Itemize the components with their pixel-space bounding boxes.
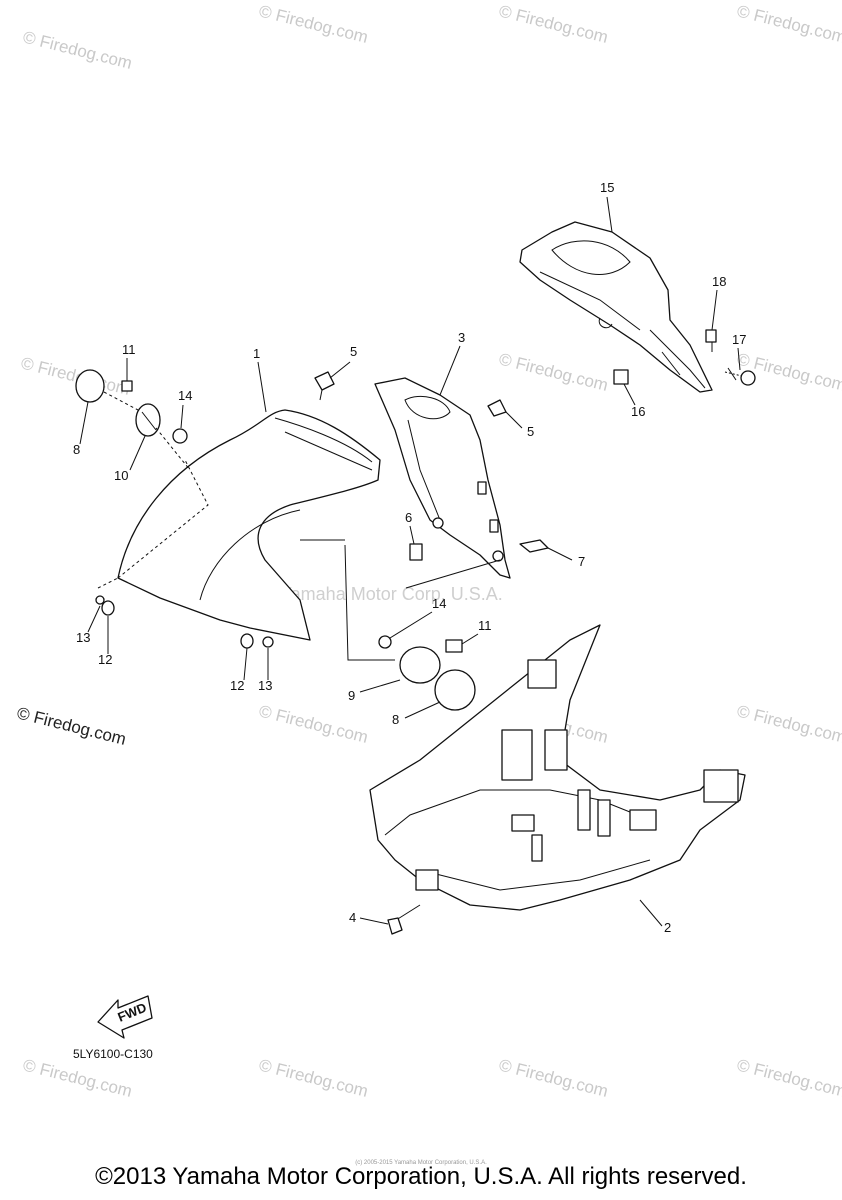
callout-5a: 5: [350, 344, 357, 359]
reflector-left: [75, 369, 191, 471]
callout-13b: 13: [258, 678, 272, 693]
part-16-nut: [613, 369, 629, 385]
callout-12a: 12: [98, 652, 112, 667]
reflector-right: [378, 635, 476, 711]
callout-9: 9: [348, 688, 355, 703]
callout-11b: 11: [478, 618, 492, 633]
callout-12b: 12: [230, 678, 244, 693]
callout-14b: 14: [432, 596, 446, 611]
copyright-footer: ©2013 Yamaha Motor Corporation, U.S.A. A…: [95, 1163, 747, 1190]
fwd-arrow-icon: FWD: [97, 995, 153, 1039]
callout-4: 4: [349, 910, 356, 925]
callout-8b: 8: [392, 712, 399, 727]
watermark: © Firedog.com: [257, 1055, 370, 1100]
part-15-inner-cover: [519, 221, 713, 393]
callout-10: 10: [114, 468, 128, 483]
callout-2: 2: [664, 920, 671, 935]
watermark-dark: © Firedog.com: [15, 703, 128, 748]
watermark: © Firedog.com: [257, 1, 370, 46]
callout-15: 15: [600, 180, 614, 195]
watermark: © Firedog.com: [257, 701, 370, 746]
callout-14a: 14: [178, 388, 192, 403]
callout-3: 3: [458, 330, 465, 345]
callout-6: 6: [405, 510, 412, 525]
callout-8a: 8: [73, 442, 80, 457]
fasteners-17-18: [705, 329, 756, 386]
watermark: © Firedog.com: [497, 349, 610, 394]
watermark: © Firedog.com: [19, 353, 132, 398]
callout-11a: 11: [122, 342, 136, 357]
callout-17: 17: [732, 332, 746, 347]
callout-18: 18: [712, 274, 726, 289]
callouts: 1 2 3 4 5 5 6 7 8 8 9 10 11 11 12 12 13: [73, 180, 746, 935]
diagram-code: 5LY6100-C130: [73, 1047, 153, 1061]
part-1-front-fender: [97, 409, 395, 661]
part-3-inner-panel: [374, 377, 511, 579]
callout-1: 1: [253, 346, 260, 361]
part-2-lower-cover: [369, 624, 746, 911]
watermark: © Firedog.com: [735, 701, 842, 746]
watermark: © Firedog.com: [497, 1, 610, 46]
callout-5b: 5: [527, 424, 534, 439]
watermark: © Firedog.com: [735, 1, 842, 46]
callout-13a: 13: [76, 630, 90, 645]
callout-7: 7: [578, 554, 585, 569]
watermark: © Firedog.com: [735, 1055, 842, 1100]
watermark: © Firedog.com: [497, 1055, 610, 1100]
watermark-center: Yamaha Motor Corp, U.S.A.: [280, 584, 503, 604]
watermark: © Firedog.com: [21, 1055, 134, 1100]
callout-16: 16: [631, 404, 645, 419]
small-note: (c) 2005-2015 Yamaha Motor Corporation, …: [355, 1160, 487, 1166]
part-4-screw: [387, 904, 421, 935]
watermark: © Firedog.com: [21, 27, 134, 72]
